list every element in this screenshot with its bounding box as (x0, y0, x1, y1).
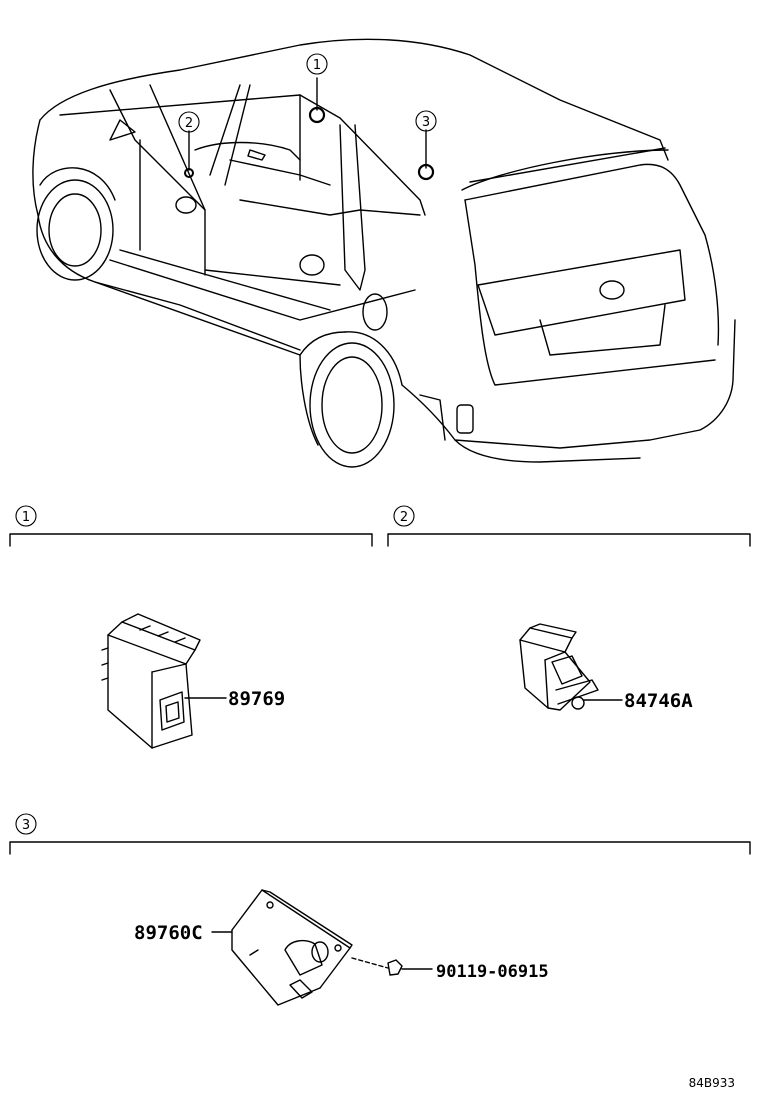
part-89769-label: 89769 (228, 688, 285, 710)
diagram-code: 84B933 (689, 1076, 735, 1090)
part-90119-06915-illustration (351, 957, 433, 976)
callout-3: 3 (415, 110, 437, 132)
vehicle-illustration (32, 38, 736, 468)
section-3-header: 3 (9, 813, 751, 855)
part-89769-illustration (101, 613, 227, 749)
section-3-bracket (9, 841, 751, 855)
callout-2-number: 2 (185, 116, 193, 131)
part-84746a-label: 84746A (624, 690, 693, 712)
callout-1: 1 (306, 53, 328, 75)
callout-3-number: 3 (422, 115, 430, 130)
part-84746a-illustration (519, 623, 623, 711)
callout-2: 2 (178, 111, 200, 133)
section-2-bracket (387, 533, 751, 547)
section-1-header: 1 (9, 505, 373, 547)
section-1-bracket (9, 533, 373, 547)
part-90119-06915-label: 90119-06915 (436, 962, 549, 982)
section-2-header: 2 (387, 505, 751, 547)
section-3-number: 3 (22, 818, 30, 833)
section-1-number: 1 (22, 510, 30, 525)
part-89760c-illustration (211, 889, 353, 1006)
part-89760c-label: 89760C (134, 922, 203, 944)
callout-1-number: 1 (313, 58, 321, 73)
section-2-number: 2 (400, 510, 408, 525)
